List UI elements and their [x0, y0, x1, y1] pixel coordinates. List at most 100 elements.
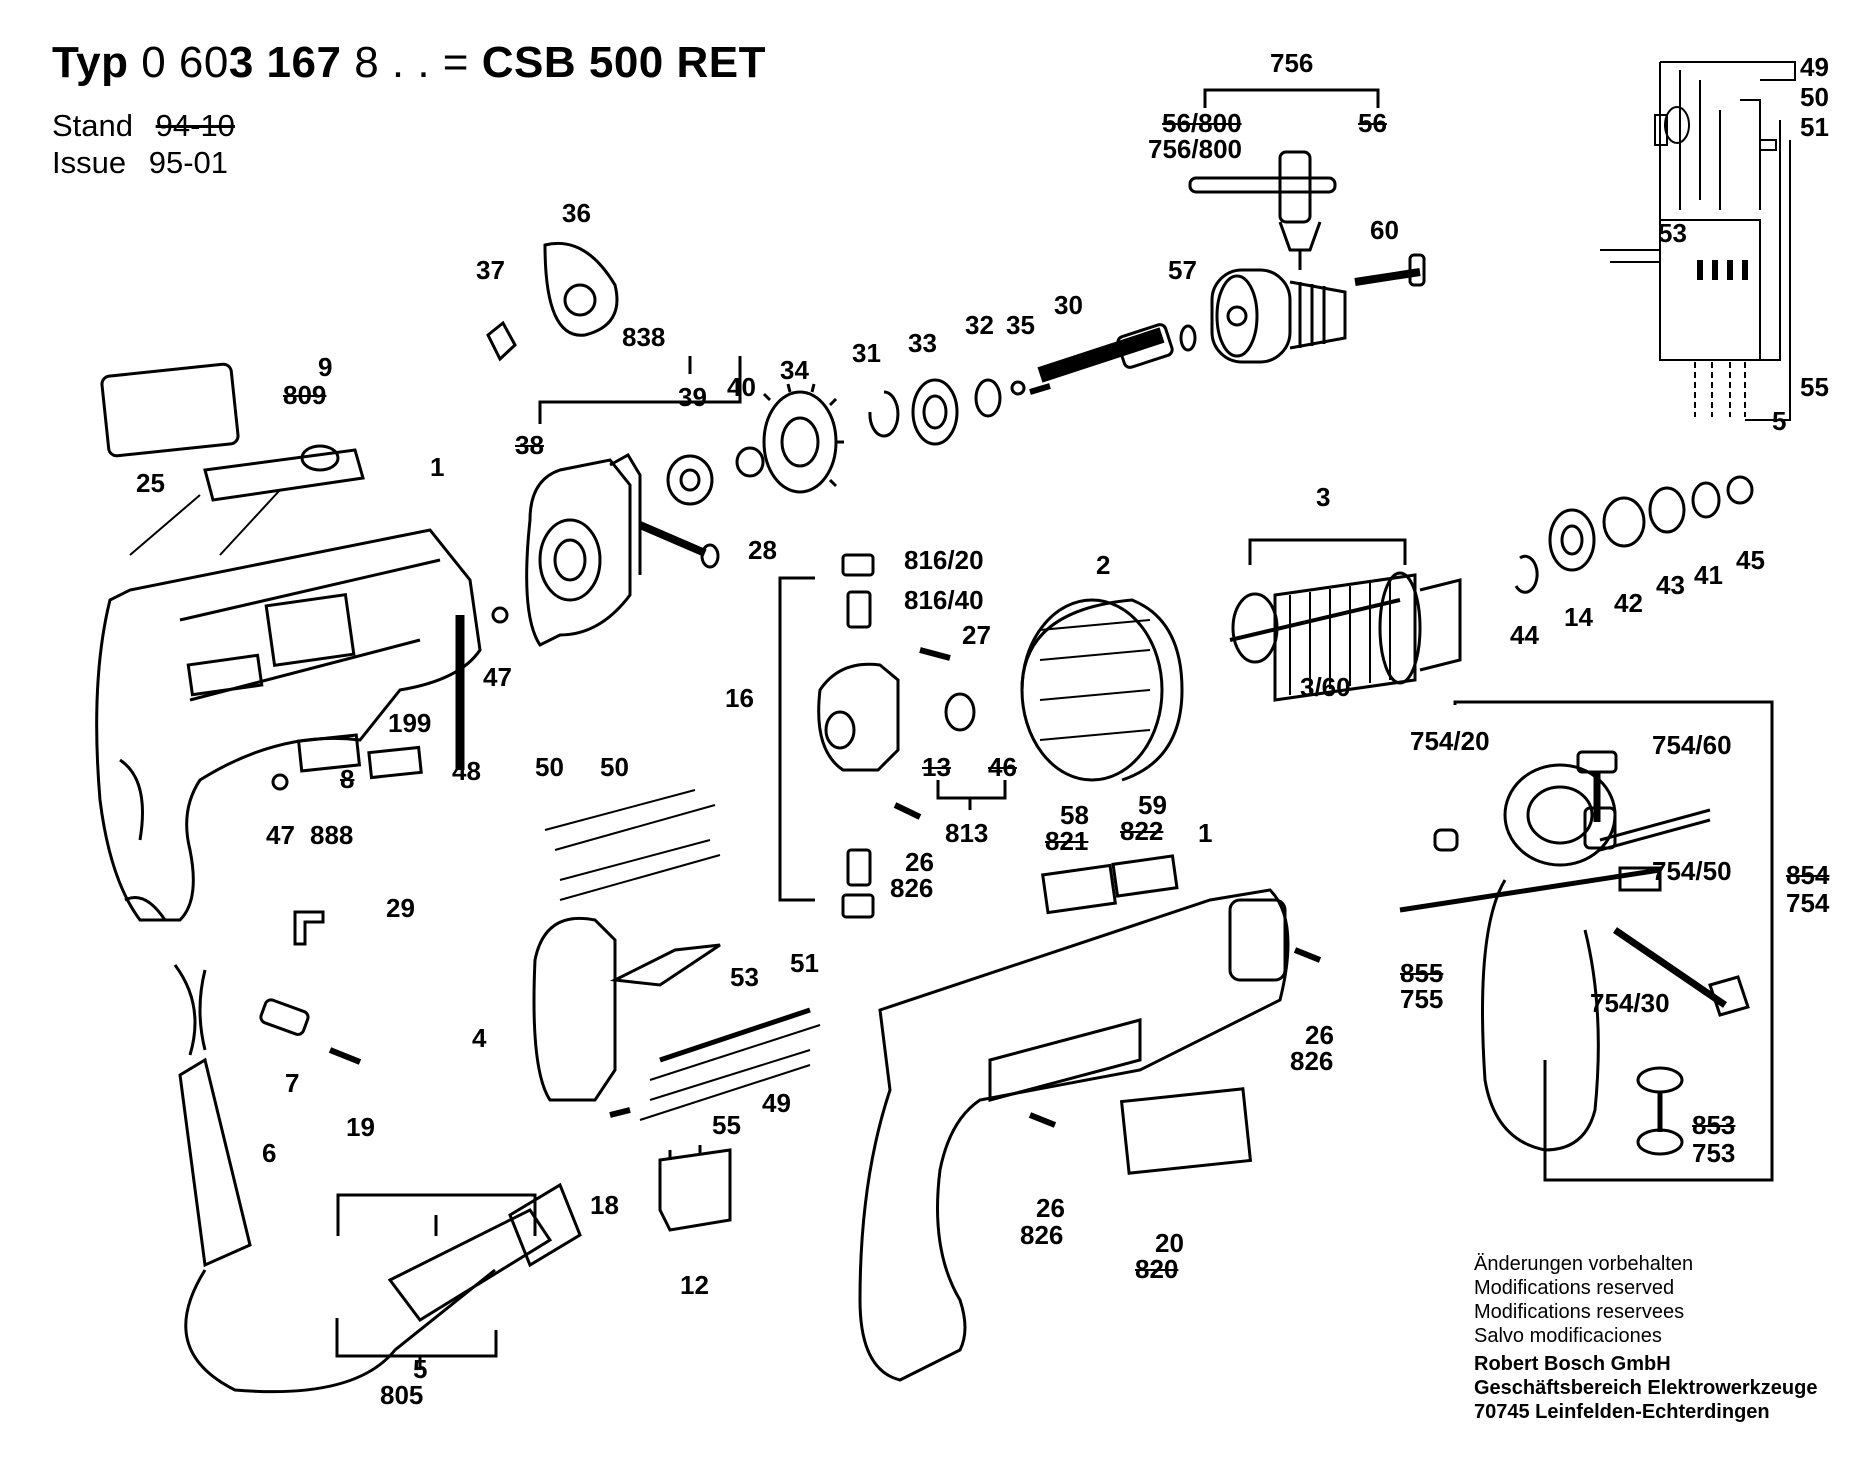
cord-and-plug-drawing — [173, 964, 582, 1394]
bracket-805 — [335, 1318, 498, 1370]
issue-value: 95-01 — [148, 145, 229, 180]
note-company: Robert Bosch GmbH — [1474, 1353, 1671, 1375]
label-36: 36 — [562, 198, 591, 228]
label-45: 45 — [1736, 545, 1765, 575]
bracket-handle-group — [1453, 700, 1774, 1182]
label-755: 755 — [1400, 984, 1444, 1014]
brush-holder-drawing — [817, 553, 900, 919]
foot-753-drawing — [1636, 1066, 1684, 1156]
circlip-31-drawing — [868, 390, 900, 438]
label-754-50: 754/50 — [1652, 856, 1732, 886]
typ-code-a: 0 60 — [141, 38, 229, 87]
label-756-800: 756/800 — [1148, 134, 1242, 164]
label-20: 20 — [1155, 1228, 1184, 1258]
schematic-label-5: 5 — [1772, 406, 1787, 436]
label-820-struck: 820 — [1135, 1254, 1179, 1284]
label-854-struck: 854 — [1786, 860, 1830, 890]
plate-199-drawing — [367, 745, 423, 780]
footer-notes: Änderungen vorbehalten Modifications res… — [1474, 1252, 1817, 1424]
label-50-right: 50 — [600, 752, 629, 782]
label-44: 44 — [1510, 620, 1539, 650]
label-50-left: 50 — [535, 752, 564, 782]
label-35: 35 — [1006, 310, 1035, 340]
bush-40-drawing — [735, 446, 765, 478]
leads-53-55-49-drawing — [639, 1007, 821, 1121]
label-14: 14 — [1564, 602, 1593, 632]
bracket-3 — [1248, 538, 1407, 565]
label-55: 55 — [712, 1110, 741, 1140]
bracket-16 — [778, 576, 815, 902]
gear-34-drawing — [762, 383, 844, 494]
label-1-right: 1 — [1198, 818, 1213, 848]
label-37: 37 — [476, 255, 505, 285]
schematic-label-51: 51 — [1800, 112, 1829, 142]
label-6: 6 — [262, 1138, 277, 1168]
label-59: 59 — [1138, 790, 1167, 820]
note-division: Geschäftsbereich Elektrowerkzeuge — [1474, 1377, 1818, 1399]
label-816-20: 816/20 — [904, 545, 984, 575]
label-33: 33 — [908, 328, 937, 358]
label-5: 5 — [413, 1354, 428, 1384]
label-49: 49 — [762, 1088, 791, 1118]
label-805: 805 — [380, 1380, 424, 1410]
circlip-44-drawing — [1514, 554, 1539, 594]
plate-58-drawing — [1040, 863, 1118, 915]
label-27: 27 — [962, 620, 991, 650]
label-51: 51 — [790, 948, 819, 978]
label-39: 39 — [678, 382, 707, 412]
label-8-struck: 8 — [340, 764, 355, 794]
ring-45-drawing — [1726, 475, 1754, 505]
chuck-key-drawing — [1188, 150, 1337, 270]
label-58: 58 — [1060, 800, 1089, 830]
typ-code-b: 3 167 — [228, 38, 342, 87]
label-753: 753 — [1692, 1138, 1736, 1168]
label-28: 28 — [748, 535, 777, 565]
label-888: 888 — [310, 820, 354, 850]
label-plate-20-drawing — [1119, 1087, 1253, 1175]
note-line-1: Änderungen vorbehalten — [1474, 1253, 1694, 1275]
label-19: 19 — [346, 1112, 375, 1142]
bearing-14-drawing — [1548, 508, 1596, 572]
bracket-813 — [936, 780, 1007, 810]
label-46-struck: 46 — [988, 752, 1017, 782]
ring-35-drawing — [1010, 380, 1026, 396]
auxiliary-handle-drawing — [1399, 763, 1750, 1152]
bush-32-drawing — [974, 378, 1002, 418]
label-3-60: 3/60 — [1300, 672, 1351, 702]
screw-26-drawing — [893, 802, 922, 820]
label-4: 4 — [472, 1023, 487, 1053]
label-756: 756 — [1270, 48, 1314, 78]
cover-25-drawing — [129, 444, 365, 556]
note-line-4: Salvo modificaciones — [1474, 1325, 1662, 1347]
label-32: 32 — [965, 310, 994, 340]
label-754-20: 754/20 — [1410, 726, 1490, 756]
bearing-39-drawing — [666, 454, 714, 506]
plate-59-drawing — [1111, 854, 1179, 898]
issue-line: Issue 95-01 — [52, 145, 228, 181]
ring-42-drawing — [1602, 496, 1646, 548]
label-813: 813 — [945, 818, 989, 848]
label-42: 42 — [1614, 588, 1643, 618]
label-816-40: 816/40 — [904, 585, 984, 615]
label-826-brush: 826 — [890, 873, 934, 903]
label-16: 16 — [725, 683, 754, 713]
label-2: 2 — [1096, 550, 1111, 580]
label-855-struck: 855 — [1400, 958, 1444, 988]
screw-28-drawing — [638, 521, 720, 569]
wing-screw-754-60-drawing — [1576, 750, 1618, 822]
label-754-60: 754/60 — [1652, 730, 1732, 760]
label-25: 25 — [136, 468, 165, 498]
bearing-33-drawing — [911, 378, 959, 446]
stand-value: 94-10 — [155, 108, 235, 143]
schematic-label-49: 49 — [1800, 52, 1829, 82]
screw-27-drawing — [919, 647, 951, 661]
schematic-label-50: 50 — [1800, 82, 1829, 112]
label-47-right: 47 — [483, 662, 512, 692]
label-26-body: 26 — [1305, 1020, 1334, 1050]
screw-60-drawing — [1354, 253, 1426, 287]
label-40: 40 — [727, 372, 756, 402]
label-26-lower: 26 — [1036, 1193, 1065, 1223]
label-41: 41 — [1694, 560, 1723, 590]
label-30: 30 — [1054, 290, 1083, 320]
screw-26b-drawing — [1293, 947, 1322, 963]
